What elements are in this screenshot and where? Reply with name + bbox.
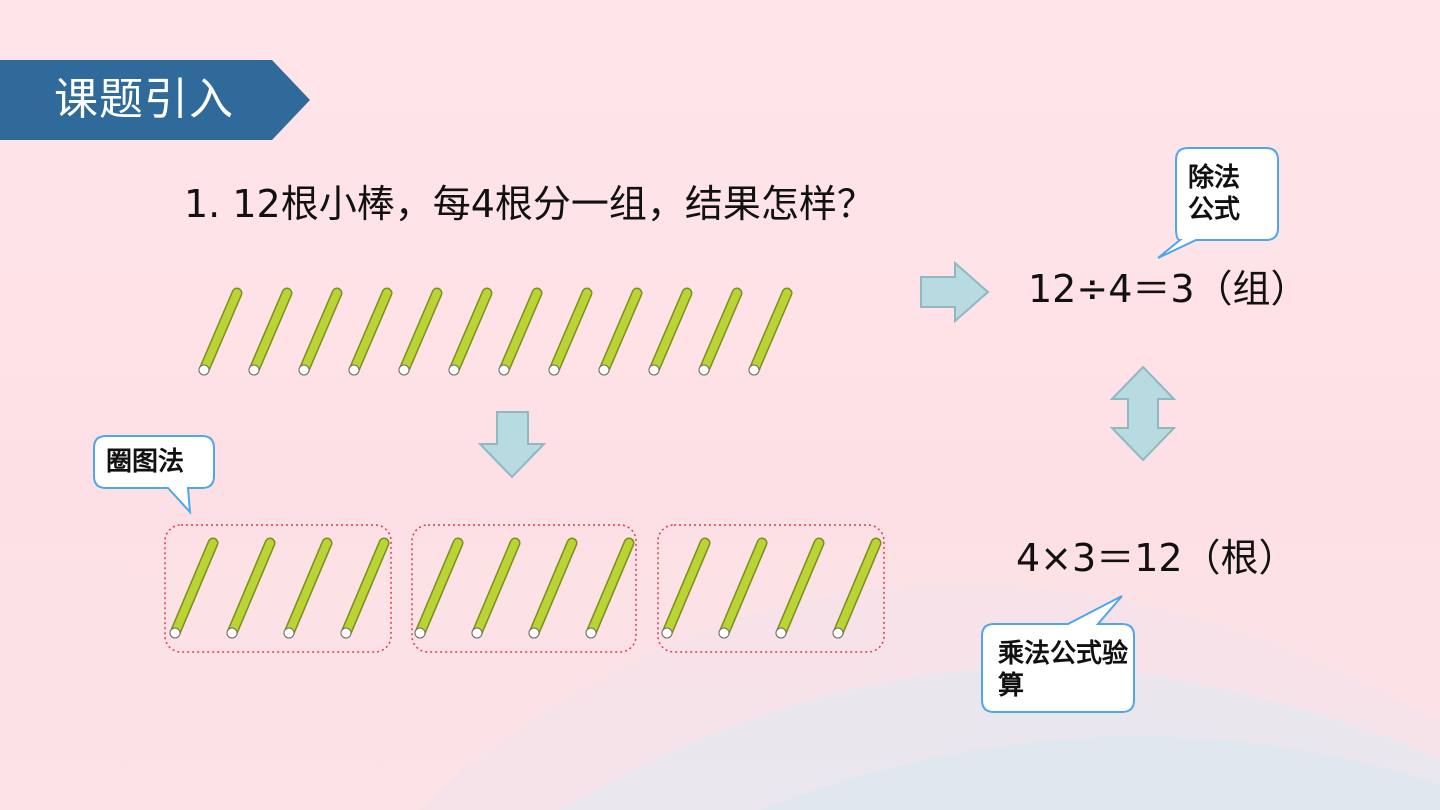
stick bbox=[340, 537, 390, 639]
stick bbox=[748, 287, 793, 376]
stick-row-ungrouped bbox=[198, 287, 793, 376]
stick bbox=[471, 537, 521, 639]
stick bbox=[585, 537, 635, 639]
stick bbox=[348, 287, 393, 376]
callout-multiplication-check: 乘法公式验算 bbox=[980, 594, 1140, 718]
callout-division-formula: 除法公式 bbox=[1150, 146, 1290, 266]
down-arrow-icon bbox=[477, 411, 547, 479]
stick bbox=[528, 537, 578, 639]
stick bbox=[226, 537, 276, 639]
stick bbox=[398, 287, 443, 376]
stick bbox=[648, 287, 693, 376]
page-title: 课题引入 bbox=[54, 74, 234, 125]
group-box-3 bbox=[657, 524, 885, 653]
title-banner bbox=[0, 60, 310, 140]
stick bbox=[198, 287, 243, 376]
stick bbox=[548, 287, 593, 376]
stick bbox=[498, 287, 543, 376]
group-box-2 bbox=[411, 524, 637, 653]
stick bbox=[283, 537, 333, 639]
stick bbox=[298, 287, 343, 376]
group-box-1 bbox=[164, 524, 392, 653]
question-text: 1. 12根小棒，每4根分一组，结果怎样？ bbox=[184, 182, 875, 226]
multiplication-formula: 4×3＝12（根） bbox=[1016, 536, 1297, 580]
division-formula: 12÷4＝3（组） bbox=[1028, 267, 1309, 311]
stick bbox=[775, 537, 825, 639]
stick bbox=[414, 537, 464, 639]
stick bbox=[832, 537, 882, 639]
up-down-arrow-icon bbox=[1109, 365, 1177, 462]
right-arrow-icon bbox=[920, 260, 990, 324]
stick bbox=[448, 287, 493, 376]
stick bbox=[718, 537, 768, 639]
stick bbox=[698, 287, 743, 376]
stick bbox=[248, 287, 293, 376]
stick bbox=[169, 537, 219, 639]
stick bbox=[661, 537, 711, 639]
stick bbox=[598, 287, 643, 376]
stick-row-grouped bbox=[169, 537, 882, 639]
callout-circle-method: 圈图法 bbox=[92, 434, 222, 524]
